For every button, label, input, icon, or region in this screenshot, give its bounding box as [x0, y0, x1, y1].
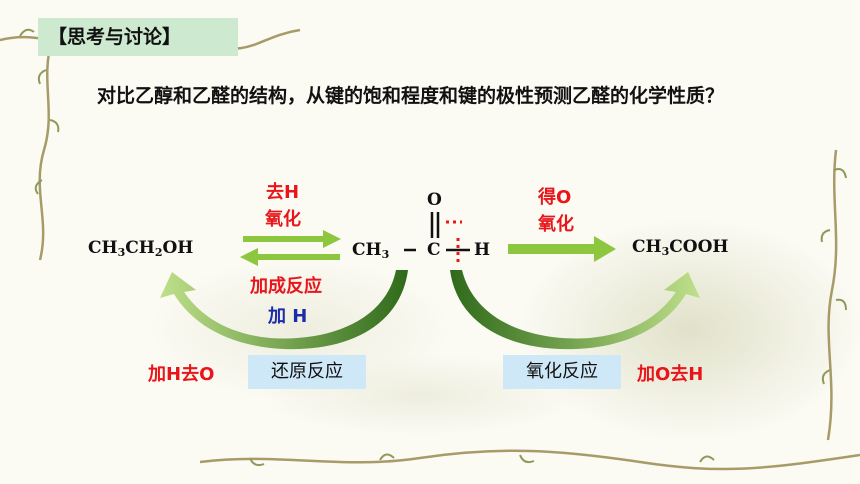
aldehyde-ch: CH [352, 240, 382, 260]
acetaldehyde-ch3: CH3 [352, 240, 389, 261]
section-title: 【思考与讨论】 [38, 18, 238, 56]
label-addition-reaction: 加成反应 [250, 276, 322, 297]
label-oxidation-top: 氧化 [265, 209, 301, 230]
label-oxidation-right: 氧化 [538, 214, 574, 235]
acetaldehyde-oxygen: O [427, 190, 442, 210]
label-remove-h: 去H [266, 182, 300, 203]
acetaldehyde-carbon: C [427, 240, 441, 260]
ethanol-sub-3: 3 [117, 246, 126, 259]
acid-part-cooh: COOH [669, 237, 729, 257]
reduction-curve-arrow [160, 270, 408, 350]
label-add-h: 加 H [268, 306, 308, 327]
forward-arrow [243, 230, 341, 248]
ethanol-part-ch2: CH [125, 238, 155, 258]
label-add-h-remove-o: 加H去O [148, 364, 215, 385]
ethanol-sub-2: 2 [154, 246, 163, 259]
acetaldehyde-hydrogen: H [474, 240, 491, 260]
label-gain-o: 得O [538, 187, 572, 208]
label-add-o-remove-h: 加O去H [637, 364, 704, 385]
reverse-arrow [240, 248, 340, 266]
oxidation-arrow [508, 236, 616, 262]
acid-sub-3: 3 [661, 245, 670, 258]
oxidation-curve-arrow [450, 270, 700, 350]
ethanol-part-oh: OH [162, 238, 194, 258]
discussion-question: 对比乙醇和乙醛的结构，从键的饱和程度和键的极性预测乙醛的化学性质？ [97, 85, 725, 107]
reduction-reaction-box: 还原反应 [248, 355, 366, 389]
ethanol-formula: CH3CH2OH [88, 238, 193, 259]
aldehyde-sub-3: 3 [381, 248, 390, 261]
acetic-acid-formula: CH3COOH [632, 237, 728, 258]
oxidation-reaction-box: 氧化反应 [503, 355, 621, 389]
ethanol-part-ch: CH [88, 238, 118, 258]
acid-part-ch: CH [632, 237, 662, 257]
